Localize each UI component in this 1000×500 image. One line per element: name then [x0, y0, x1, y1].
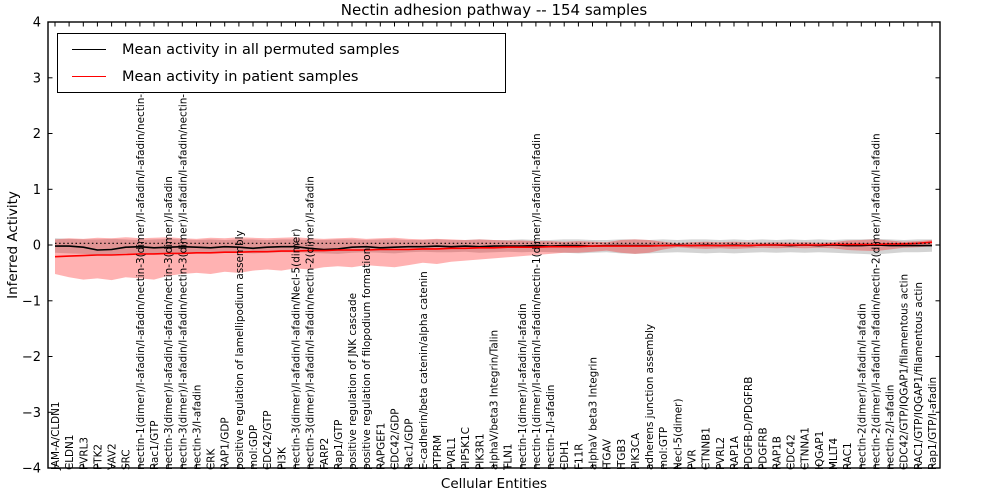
x-tick-label: CDC42/GTP/IQGAP1/filamentous actin [899, 274, 911, 470]
x-axis-label: Cellular Entities [440, 476, 548, 492]
x-tick-label: RAP1A [729, 435, 741, 470]
legend-label-permuted: Mean activity in all permuted samples [122, 41, 400, 58]
x-tick-label: FARP2 [319, 438, 331, 470]
x-tick-label: CLDN1 [64, 435, 76, 470]
x-tick-label: PIK3R1 [474, 433, 486, 470]
x-tick-label: RAP1B [771, 436, 783, 470]
x-tick-label: CDC42/GTP [262, 410, 274, 470]
x-tick-label: nectin-1(dimer)/I-afadin/I-afadin/nectin… [135, 49, 147, 470]
x-tick-label: RAPGEF1 [375, 423, 387, 470]
x-tick-label: nectin-1/I-afadin [545, 385, 557, 470]
x-tick-label: PDGFRB [757, 427, 769, 470]
x-tick-label: nectin-3(dimer)/I-afadin/I-afadin/nectin… [163, 176, 175, 470]
y-tick-label: 0 [33, 239, 41, 254]
y-tick-label: −2 [22, 350, 41, 365]
x-tick-label: positive regulation of JNK cascade [347, 293, 359, 470]
x-tick-label: PVRL3 [78, 437, 90, 470]
patient-range-band [55, 237, 932, 281]
x-tick-label: nectin-3(dimer)/I-afadin/I-afadin/Necl-5… [291, 228, 303, 470]
x-tick-label: PTK2 [92, 444, 104, 470]
x-tick-label: alphaV beta3 Integrin [588, 357, 600, 470]
x-tick-label: F11R [573, 444, 585, 470]
patient-line [54, 241, 933, 258]
x-tick-label: Rap1/GTP/I-afadin [927, 377, 939, 470]
x-tick-label: CTNNB1 [701, 427, 713, 470]
x-tick-label: CDC42/GDP [390, 408, 402, 470]
legend: Mean activity in all permuted samples Me… [57, 33, 506, 93]
y-tick-label: 2 [33, 127, 41, 142]
legend-line-patient-icon [72, 76, 106, 77]
legend-item-permuted: Mean activity in all permuted samples [72, 39, 505, 61]
x-tick-label: nectin-3(dimer)/I-afadin/I-afadin/nectin… [305, 176, 317, 470]
x-tick-label: PTPRM [432, 435, 444, 470]
x-tick-label: Necl-5(dimer) [672, 398, 684, 470]
x-tick-label: positive regulation of filopodium format… [361, 248, 373, 470]
y-tick-label: −1 [22, 294, 41, 309]
x-tick-label: mol:GDP [248, 425, 260, 470]
x-tick-label: adherens junction assembly [644, 324, 656, 470]
y-tick-label: 1 [33, 183, 41, 198]
x-tick-label: VAV2 [107, 443, 119, 470]
y-tick-label: 4 [33, 16, 41, 31]
x-tick-label: CDH1 [559, 440, 571, 470]
x-tick-label: IQGAP1 [814, 431, 826, 470]
x-tick-label: ITGB3 [616, 439, 628, 470]
legend-label-patient: Mean activity in patient samples [122, 68, 359, 85]
x-tick-label: TLN1 [503, 443, 515, 471]
x-tick-label: nectin-3/I-afadin [192, 385, 204, 470]
x-tick-label: PDGFB-D/PDGFRB [743, 377, 755, 470]
y-tick-label: 3 [33, 71, 41, 86]
x-tick-label: CRK [206, 448, 218, 470]
x-tick-label: PIK3CA [630, 432, 642, 470]
x-tick-label: alphaV/beta3 Integrin/Talin [489, 330, 501, 470]
y-axis-label: Inferred Activity [5, 191, 21, 299]
x-tick-label: nectin-1(dimer)/I-afadin/I-afadin/nectin… [531, 133, 543, 470]
x-tick-label: MLLT4 [828, 438, 840, 470]
x-tick-label: PIP5K1C [460, 427, 472, 470]
x-tick-label: JAM-A/CLDN1 [50, 401, 62, 471]
x-tick-label: nectin-2/I-afadin [885, 385, 897, 470]
y-tick-label: −4 [22, 462, 41, 477]
x-tick-label: mol:GTP [658, 427, 670, 470]
y-tick-label: −3 [22, 406, 41, 421]
x-tick-label: nectin-3(dimer)/I-afadin/I-afadin/nectin… [177, 49, 189, 470]
x-tick-label: E-cadherin/beta catenin/alpha catenin [418, 271, 430, 470]
x-tick-label: SRC [121, 449, 133, 470]
x-tick-label: positive regulation of lamellipodium ass… [234, 230, 246, 470]
x-tick-label: RAC1 [842, 442, 854, 470]
x-tick-label: nectin-2(dimer)/I-afadin/I-afadin [856, 303, 868, 470]
chart-title: Nectin adhesion pathway -- 154 samples [340, 1, 648, 19]
x-tick-label: nectin-2(dimer)/I-afadin/I-afadin/nectin… [870, 133, 882, 470]
x-tick-label: Rac1/GDP [404, 418, 416, 470]
x-tick-label: PI3K [276, 446, 288, 470]
x-tick-label: PVRL2 [715, 437, 727, 470]
x-tick-label: Rap1/GTP [333, 420, 345, 470]
x-tick-label: Rac1/GTP [149, 421, 161, 470]
x-tick-label: nectin-1(dimer)/I-afadin/I-afadin [517, 303, 529, 470]
x-tick-label: CDC42 [786, 434, 798, 470]
legend-line-permuted-icon [72, 49, 106, 50]
x-tick-label: ITGAV [602, 438, 614, 470]
x-tick-label: CTNNA1 [800, 427, 812, 470]
x-tick-label: PVRL1 [446, 437, 458, 470]
x-tick-label: RAP1/GDP [220, 417, 232, 470]
x-tick-label: PVR [687, 449, 699, 470]
legend-item-patient: Mean activity in patient samples [72, 66, 505, 88]
x-tick-label: RAC1/GTP/IQGAP1/filamentous actin [913, 282, 925, 470]
